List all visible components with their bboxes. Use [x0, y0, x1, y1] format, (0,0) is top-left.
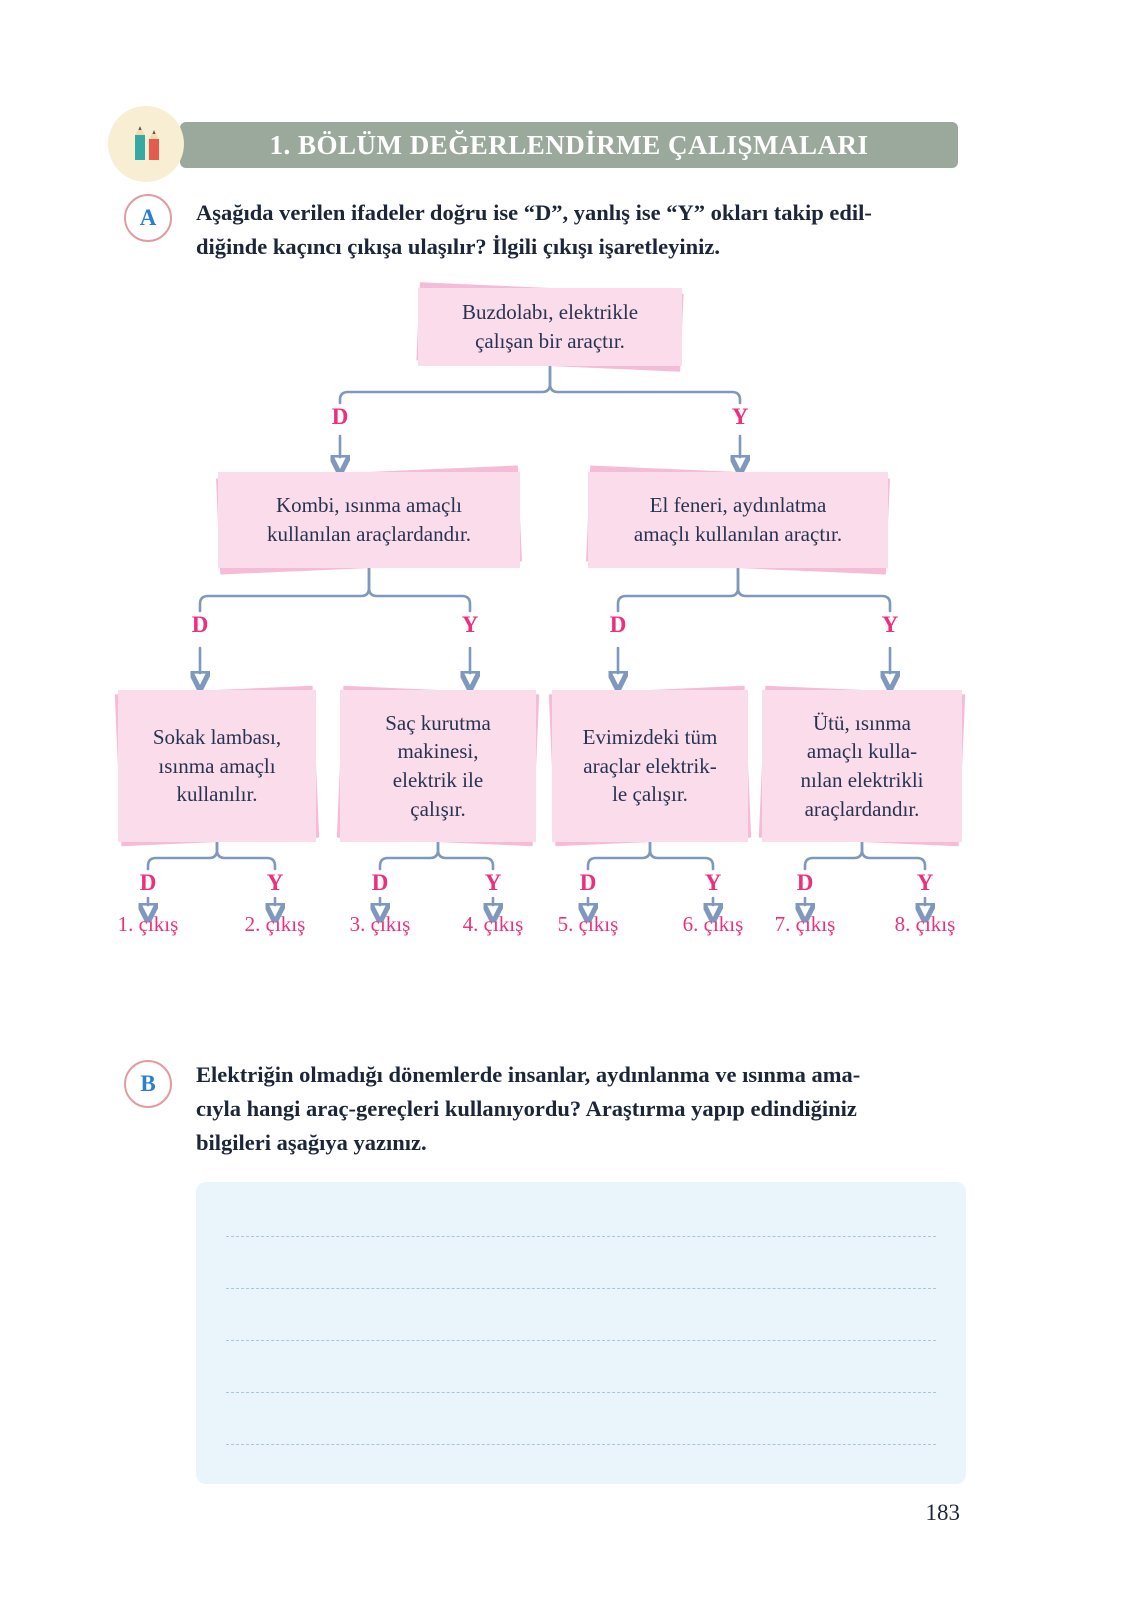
- branch-label-y: Y: [731, 404, 749, 429]
- output-label-4[interactable]: 4. çıkış: [462, 912, 524, 936]
- branch-label-y: Y: [266, 870, 284, 895]
- page-number: 183: [925, 1500, 961, 1525]
- output-label-7[interactable]: 7. çıkış: [774, 912, 836, 936]
- pencils-icon: [135, 126, 159, 160]
- output-label-6[interactable]: 6. çıkış: [682, 912, 744, 936]
- output-label-8[interactable]: 8. çıkış: [894, 912, 956, 936]
- tree-node-kombi: Kombi, ısınma amaçlı kullanılan araçlard…: [218, 472, 520, 568]
- section-b-instruction: Elektriğin olmadığı dönemlerde insanlar,…: [196, 1058, 996, 1160]
- branch-label-d: D: [609, 612, 627, 637]
- pencils-badge: [108, 106, 184, 182]
- instruction-line: Aşağıda verilen ifadeler doğru ise “D”, …: [196, 200, 872, 225]
- section-b-marker: B: [124, 1060, 172, 1108]
- branch-label-y: Y: [461, 612, 479, 637]
- section-a-marker: A: [124, 194, 172, 242]
- tree-node-utu: Ütü, ısınma amaçlı kulla- nılan elektrik…: [762, 690, 962, 842]
- answer-line: [226, 1340, 936, 1341]
- answer-line: [226, 1288, 936, 1289]
- instruction-line: Elektriğin olmadığı dönemlerde insanlar,…: [196, 1062, 861, 1087]
- branch-label-d: D: [191, 612, 209, 637]
- branch-label-d: D: [579, 870, 597, 895]
- branch-label-d: D: [371, 870, 389, 895]
- branch-label-d: D: [331, 404, 349, 429]
- tree-node-evimizdeki: Evimizdeki tüm araçlar elektrik- le çalı…: [552, 690, 748, 842]
- section-b-letter: B: [140, 1071, 156, 1096]
- answer-line: [226, 1444, 936, 1445]
- section-a-instruction: Aşağıda verilen ifadeler doğru ise “D”, …: [196, 196, 996, 264]
- tree-node-el-feneri: El feneri, aydınlatma amaçlı kullanılan …: [588, 472, 888, 568]
- branch-label-y: Y: [916, 870, 934, 895]
- answer-line: [226, 1392, 936, 1393]
- branch-label-y: Y: [704, 870, 722, 895]
- tree-node-sokak-lambasi: Sokak lambası, ısınma amaçlı kullanılır.: [118, 690, 316, 842]
- answer-area[interactable]: [196, 1182, 966, 1484]
- output-label-2[interactable]: 2. çıkış: [244, 912, 306, 936]
- output-label-1[interactable]: 1. çıkış: [117, 912, 179, 936]
- section-header-title: 1. BÖLÜM DEĞERLENDİRME ÇALIŞMALARI: [269, 129, 869, 160]
- answer-line: [226, 1236, 936, 1237]
- section-header-banner: 1. BÖLÜM DEĞERLENDİRME ÇALIŞMALARI: [180, 122, 958, 168]
- branch-label-y: Y: [484, 870, 502, 895]
- branch-label-y: Y: [881, 612, 899, 637]
- tree-node-sac-kurutma: Saç kurutma makinesi, elektrik ile çalış…: [340, 690, 536, 842]
- instruction-line: cıyla hangi araç-gereçleri kullanıyordu?…: [196, 1096, 857, 1121]
- instruction-line: diğinde kaçıncı çıkışa ulaşılır? İlgili …: [196, 234, 721, 259]
- output-label-3[interactable]: 3. çıkış: [349, 912, 411, 936]
- output-label-5[interactable]: 5. çıkış: [557, 912, 619, 936]
- section-a-letter: A: [139, 205, 157, 230]
- tree-node-root: Buzdolabı, elektrikle çalışan bir araçtı…: [418, 288, 682, 366]
- instruction-line: bilgileri aşağıya yazınız.: [196, 1130, 427, 1155]
- branch-label-d: D: [796, 870, 814, 895]
- branch-label-d: D: [139, 870, 157, 895]
